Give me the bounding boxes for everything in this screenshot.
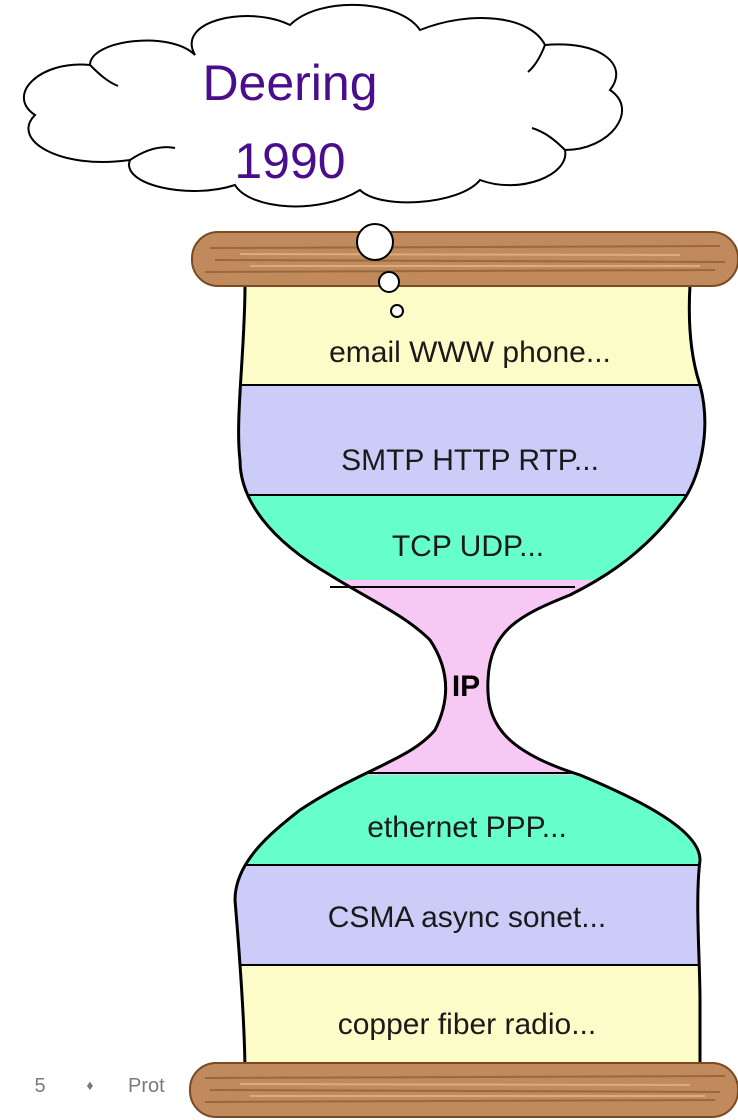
hourglass-outline-right — [486, 284, 707, 1075]
wood-plank-bottom — [189, 1062, 738, 1118]
layer-label-link: ethernet PPP... — [367, 811, 567, 844]
thought-bubble-medium — [378, 271, 400, 293]
layer-label-mac: CSMA async sonet... — [328, 901, 606, 934]
band-mac — [235, 865, 705, 965]
layer-label-ip: IP — [452, 670, 480, 703]
band-physical — [235, 965, 705, 1075]
layer-label-app-protocol: SMTP HTTP RTP... — [341, 444, 599, 477]
thought-cloud — [22, 3, 623, 208]
footer-page-number: 5 — [34, 1075, 45, 1097]
band-application — [235, 285, 705, 385]
layer-label-transport: TCP UDP... — [392, 530, 544, 563]
layer-label-physical: copper fiber radio... — [338, 1008, 596, 1041]
thought-text-line2: 1990 — [234, 133, 345, 189]
wood-plank-top — [191, 231, 738, 287]
thought-bubble-small — [390, 304, 404, 318]
footer-text: Prot — [128, 1075, 165, 1097]
hourglass-outline — [233, 284, 448, 1076]
footer-bullet-icon: ♦ — [86, 1077, 93, 1093]
thought-trail — [356, 223, 404, 318]
layer-label-application: email WWW phone... — [329, 336, 611, 369]
band-app-protocol — [235, 385, 705, 495]
thought-text-line1: Deering — [202, 55, 377, 111]
thought-bubble-large — [356, 223, 394, 261]
